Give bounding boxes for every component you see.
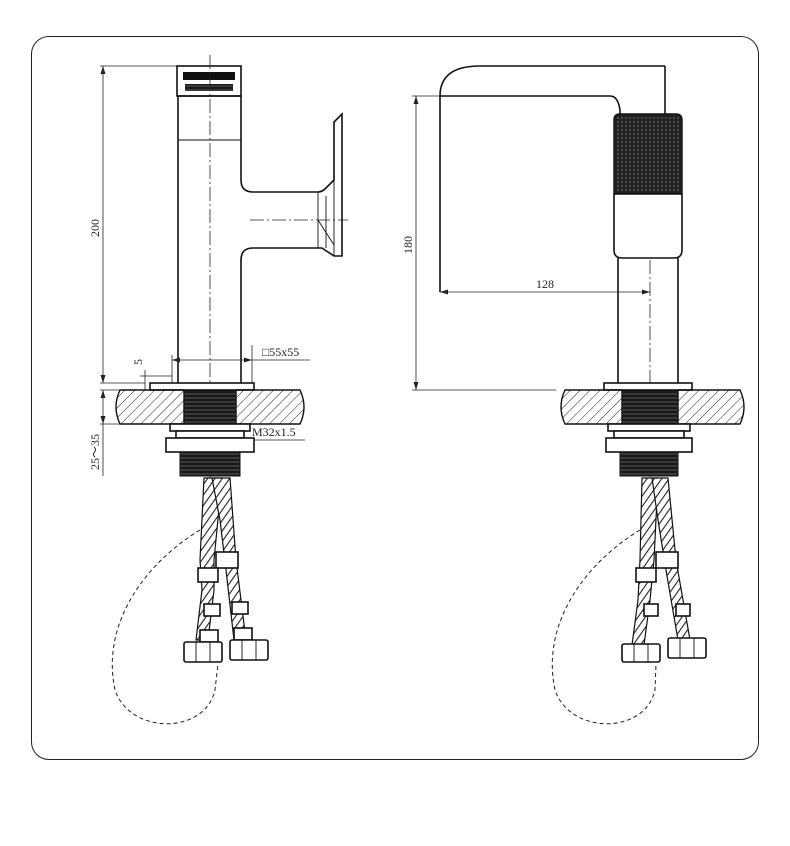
dim-plate-5: 5	[131, 359, 145, 365]
dim-reach-128: 128	[536, 277, 554, 291]
hose-nut-right	[229, 639, 269, 661]
hose-nut-left	[183, 641, 223, 663]
dim-thread: M32x1.5	[252, 425, 296, 439]
dim-height-180: 180	[401, 236, 415, 254]
hose-nut-left-side	[621, 643, 661, 663]
dim-height-200: 200	[88, 219, 102, 237]
hose-nut-right-side	[667, 637, 707, 659]
side-view: 180 128	[401, 65, 745, 725]
dim-deck-range: 25～35	[88, 434, 102, 470]
dim-base-square: □55x55	[262, 345, 299, 359]
drawing-frame	[31, 36, 759, 760]
front-view: 200 □55x55 5	[88, 55, 348, 725]
